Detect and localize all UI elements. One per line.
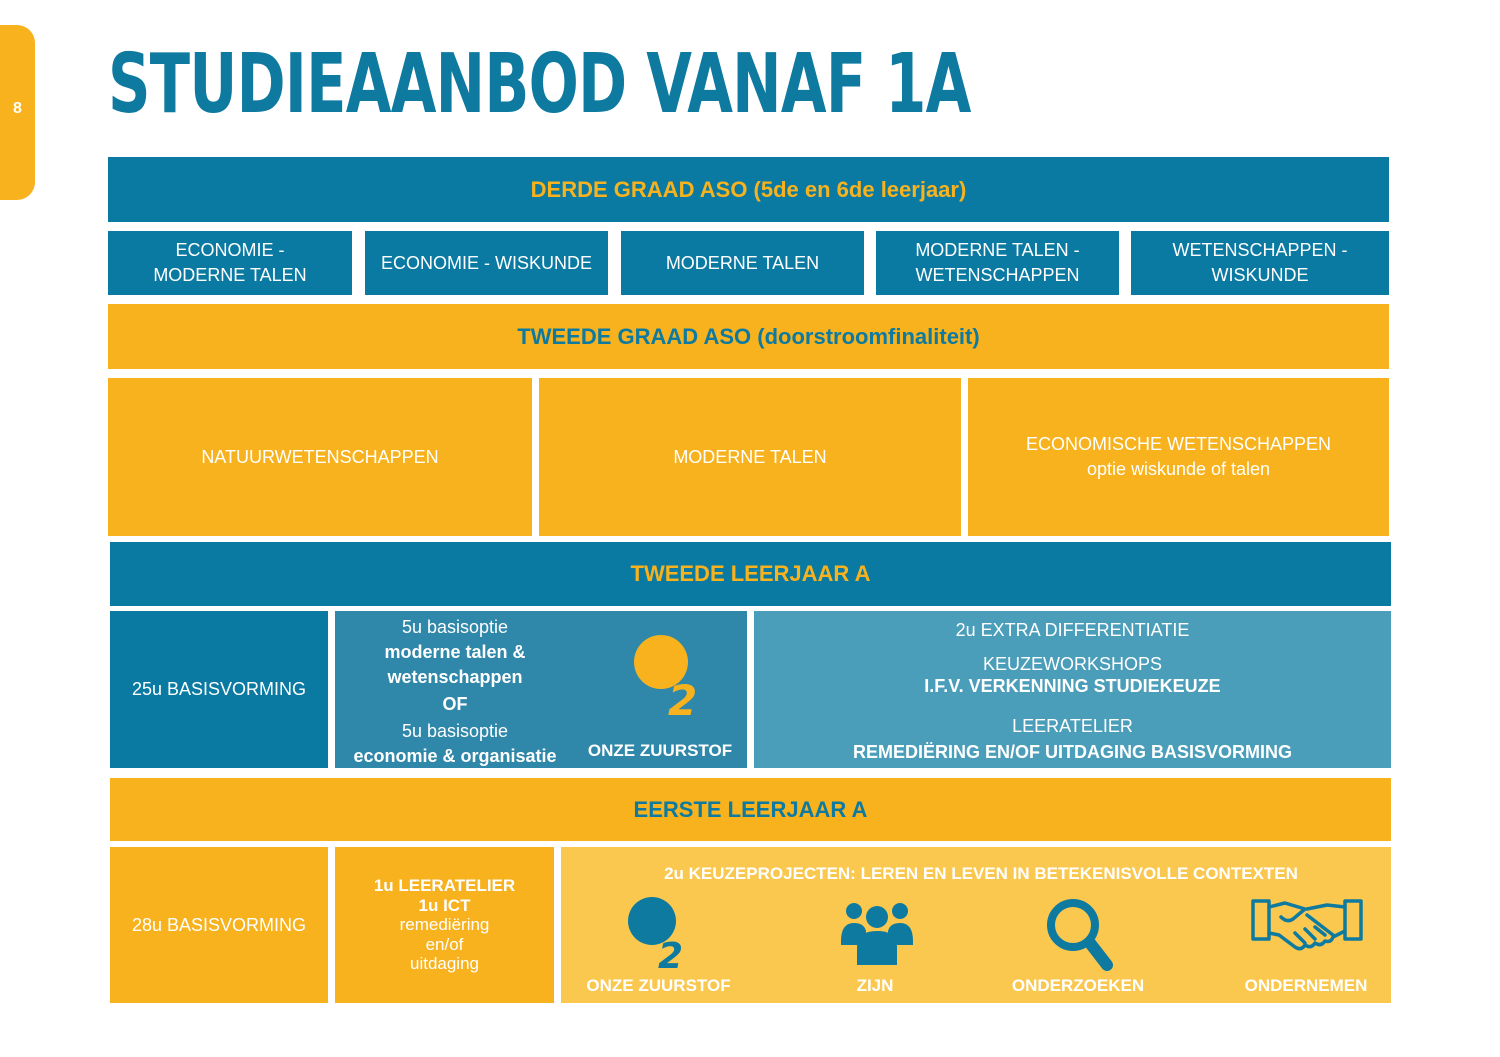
leeratelier-light2: en/of (425, 934, 464, 954)
derde-option-economie-wiskunde: ECONOMIE - WISKUNDE (365, 231, 608, 295)
tweede-option-moderne-talen: MODERNE TALEN (539, 378, 961, 536)
page-tab (0, 25, 35, 200)
keuzeprojecten-title: 2u KEUZEPROJECTEN: LEREN EN LEVEN IN BET… (664, 864, 1298, 883)
atelier-bold: REMEDIËRING EN/OF UITDAGING BASISVORMING (852, 742, 1293, 762)
leeratelier-light1: remediëring (399, 915, 490, 935)
option-line: MODERNE TALEN - (915, 240, 1080, 260)
workshops-light: KEUZEWORKSHOPS (982, 654, 1163, 674)
page-title: STUDIEAANBOD VANAF 1A (108, 37, 971, 132)
derde-option-economie-moderne-talen: ECONOMIE - MODERNE TALEN (108, 231, 352, 295)
derde-option-wetenschappen-wiskunde: WETENSCHAPPEN - WISKUNDE (1131, 231, 1389, 295)
keuzeproject-label: ONDERZOEKEN (1011, 976, 1145, 995)
o2-icon: 2 (628, 897, 683, 970)
tweede-differentiatie-box: 2u EXTRA DIFFERENTIATIE KEUZEWORKSHOPS I… (754, 611, 1391, 768)
tweede-leerjaar-heading: TWEEDE LEERJAAR A (110, 542, 1391, 606)
leeratelier-bold1: 1u LEERATELIER (373, 876, 516, 896)
eerste-basisvorming: 28u BASISVORMING (110, 847, 328, 1003)
tweede-basisoptie-box: 5u basisoptie moderne talen & wetenschap… (335, 611, 747, 768)
keuzeproject-label: ZIJN (856, 976, 894, 995)
eerste-keuzeprojecten-box: 2u KEUZEPROJECTEN: LEREN EN LEVEN IN BET… (561, 847, 1391, 1003)
option-line: ECONOMISCHE WETENSCHAPPEN (1025, 434, 1332, 454)
basisoptie-of: OF (442, 694, 468, 714)
tweede-option-economische-wetenschappen: ECONOMISCHE WETENSCHAPPEN optie wiskunde… (968, 378, 1389, 536)
option-line: MODERNE TALEN (673, 446, 827, 467)
option-line: MODERNE TALEN (665, 252, 820, 273)
derde-graad-heading: DERDE GRAAD ASO (5de en 6de leerjaar) (108, 157, 1389, 222)
eerste-leerjaar-heading: EERSTE LEERJAAR A (110, 778, 1391, 841)
option-line: WETENSCHAPPEN (915, 265, 1080, 285)
leeratelier-light3: uitdaging (409, 954, 479, 974)
basisoptie-b-bold: economie & organisatie (353, 746, 557, 766)
leeratelier-bold2: 1u ICT (418, 895, 471, 915)
page-number: 8 (13, 100, 22, 117)
option-line: ECONOMIE - (175, 240, 285, 260)
magnifier-icon (1047, 899, 1113, 971)
basisoptie-a-bold2: wetenschappen (387, 667, 523, 687)
tweede-basisvorming: 25u BASISVORMING (110, 611, 328, 768)
keuzeproject-label: ONZE ZUURSTOF (586, 976, 731, 995)
basisoptie-b-light: 5u basisoptie (401, 721, 509, 741)
svg-text:2: 2 (658, 936, 683, 970)
tweede-option-natuurwetenschappen: NATUURWETENSCHAPPEN (108, 378, 532, 536)
basisoptie-a-light: 5u basisoptie (401, 617, 509, 637)
option-subline: optie wiskunde of talen (1086, 459, 1271, 479)
keuzeproject-label: ONDERNEMEN (1244, 976, 1368, 995)
basisoptie-a-bold1: moderne talen & (384, 642, 526, 662)
zuurstof-label: ONZE ZUURSTOF (587, 741, 733, 760)
people-icon (841, 903, 913, 965)
option-line: WETENSCHAPPEN - (1172, 240, 1348, 260)
basisoptie-text: 5u basisoptie moderne talen & wetenschap… (335, 615, 575, 766)
eerste-leeratelier-box: 1u LEERATELIER 1u ICT remediëring en/of … (335, 847, 554, 1003)
option-line: ECONOMIE - WISKUNDE (380, 252, 592, 273)
differentiatie-title: 2u EXTRA DIFFERENTIATIE (955, 620, 1190, 640)
svg-text:2: 2 (668, 676, 697, 717)
o2-icon: 2 (634, 635, 697, 717)
option-line: NATUURWETENSCHAPPEN (201, 446, 439, 467)
derde-option-moderne-talen: MODERNE TALEN (621, 231, 864, 295)
derde-option-moderne-talen-wetenschappen: MODERNE TALEN - WETENSCHAPPEN (876, 231, 1119, 295)
option-line: MODERNE TALEN (153, 265, 307, 285)
option-line: WISKUNDE (1211, 265, 1309, 285)
workshops-bold: I.F.V. VERKENNING STUDIEKEUZE (924, 676, 1221, 696)
tweede-graad-heading: TWEEDE GRAAD ASO (doorstroomfinaliteit) (108, 304, 1389, 369)
handshake-icon (1251, 899, 1363, 951)
atelier-light: LEERATELIER (1012, 716, 1133, 736)
